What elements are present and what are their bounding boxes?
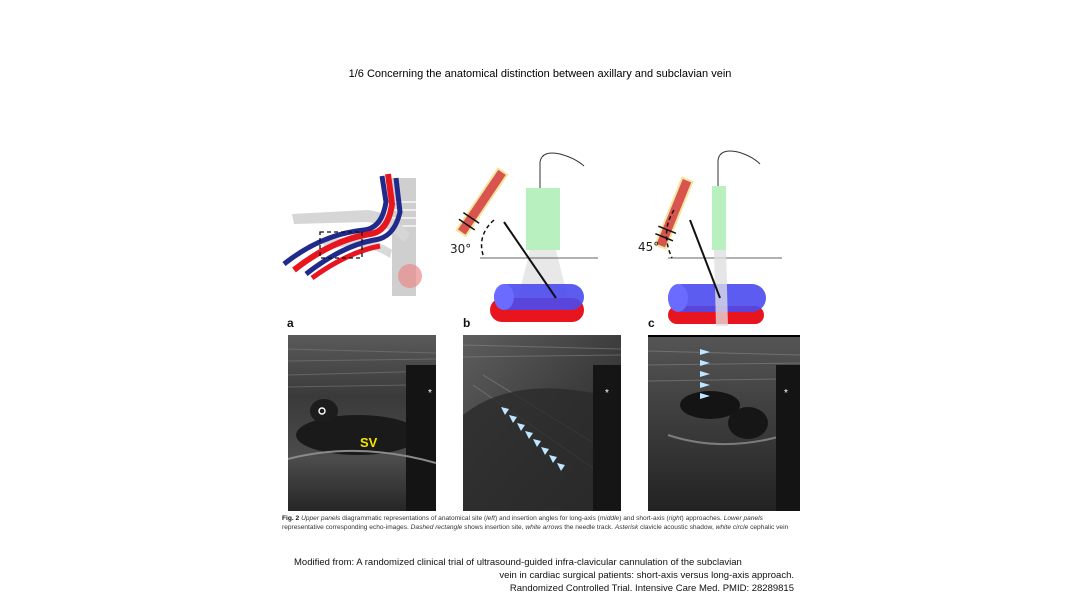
panel-letter-a: a: [287, 316, 294, 330]
cephalic-vein-circle: [318, 407, 326, 415]
needle-track-arrows-c: [700, 349, 710, 399]
angle-30-label: 30°: [450, 242, 471, 256]
figure: 30° 45° a b c: [282, 150, 802, 520]
anatomy-diagram: [282, 173, 422, 296]
asterisk-a: *: [428, 388, 432, 399]
needle-track-arrows-b: [501, 407, 565, 471]
panel-letter-b: b: [463, 316, 471, 330]
echo-image-b: *: [463, 335, 621, 511]
asterisk-b: *: [605, 388, 609, 399]
sv-label: SV: [360, 435, 378, 450]
panel-letter-c: c: [648, 316, 655, 330]
asterisk-c: *: [784, 388, 788, 399]
source-line-3: Randomized Controlled Trial. Intensive C…: [509, 583, 794, 594]
angle-45-label: 45°: [638, 240, 659, 254]
long-axis-diagram: 30°: [450, 152, 598, 322]
source-line-2: vein in cardiac surgical patients: short…: [499, 570, 794, 581]
echo-image-c: *: [648, 335, 800, 511]
slide-title: 1/6 Concerning the anatomical distinctio…: [348, 68, 732, 80]
fig-label: Fig. 2: [282, 515, 300, 522]
source-line-1: Modified from: A randomized clinical tri…: [294, 557, 742, 568]
figure-caption: Fig. 2 Upper panels diagrammatic represe…: [282, 515, 789, 531]
short-axis-diagram: 45°: [638, 150, 782, 326]
source-citation: Modified from: A randomized clinical tri…: [280, 556, 794, 595]
echo-image-a: SV *: [288, 335, 436, 511]
